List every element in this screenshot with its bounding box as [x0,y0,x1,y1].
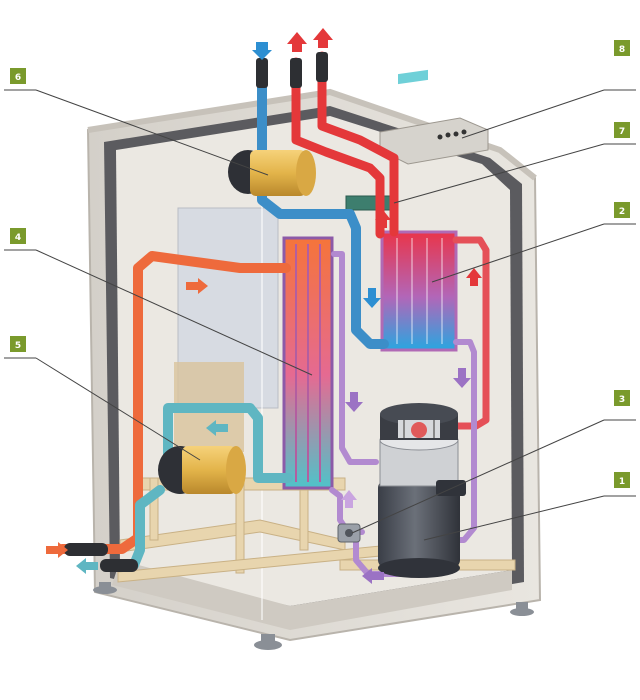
label-3-badge: 3 [614,390,630,406]
condenser-heat-exchanger [282,236,334,490]
hot-outlet-pipe-b [317,51,399,237]
flow-arrow-down-icon [345,392,363,412]
label-2-text: 2 [619,207,625,217]
flow-arrow-right-icon [46,542,68,558]
cold-loop-pipe [163,403,293,483]
flow-arrow-up-icon [287,32,307,52]
control-panel [379,69,489,165]
lower-circulation-pump [158,446,246,494]
pipe-stubs [64,52,328,572]
refrigerant-pipe [331,251,379,465]
cabinet-floor [112,560,512,630]
control-panel-button [461,129,467,135]
expansion-valve-block [345,195,395,211]
flow-arrow-down-icon [453,368,471,388]
upper-circulation-pump [228,150,316,196]
label-4-badge: 4 [10,228,26,244]
label-5-text: 5 [15,341,21,351]
leader-lines [4,89,636,541]
flow-arrows [46,28,482,584]
label-7-text: 7 [619,127,625,137]
label-3-text: 3 [619,395,625,405]
flow-arrow-up-icon [466,268,482,286]
label-2-badge: 2 [614,202,630,218]
label-1-text: 1 [619,477,625,487]
hot-supply-pipe [57,251,291,554]
control-panel-button [437,134,443,140]
label-7-badge: 7 [614,122,630,138]
flow-arrow-up-icon [341,490,357,508]
sight-glass-valve [337,523,361,543]
flow-arrow-left-icon [362,568,384,584]
cabinet-top-lid [87,88,537,181]
flow-arrow-left-icon [206,420,228,436]
blue-inlet-pipe [257,57,389,349]
label-8-badge: 8 [614,40,630,56]
flow-arrow-up-icon [375,210,391,228]
label-1-badge: 1 [614,472,630,488]
label-4-text: 4 [15,233,21,243]
flow-arrow-down-icon [363,288,381,308]
label-6-badge: 6 [10,68,26,84]
control-panel-display [398,69,428,85]
flow-arrow-left-icon [76,558,98,574]
flow-arrow-up-icon [313,28,333,48]
cabinet-feet [93,582,534,650]
compressor [378,403,466,578]
evaporator-heat-exchanger [380,230,458,352]
flow-arrow-right-icon [186,278,208,294]
label-8-text: 8 [619,45,625,55]
flow-arrow-down-icon [252,42,272,60]
control-panel-button [453,131,459,137]
label-6-text: 6 [15,73,21,83]
label-5-badge: 5 [10,336,26,352]
control-panel-button [445,132,451,138]
hot-outlet-pipe-a [291,57,385,239]
